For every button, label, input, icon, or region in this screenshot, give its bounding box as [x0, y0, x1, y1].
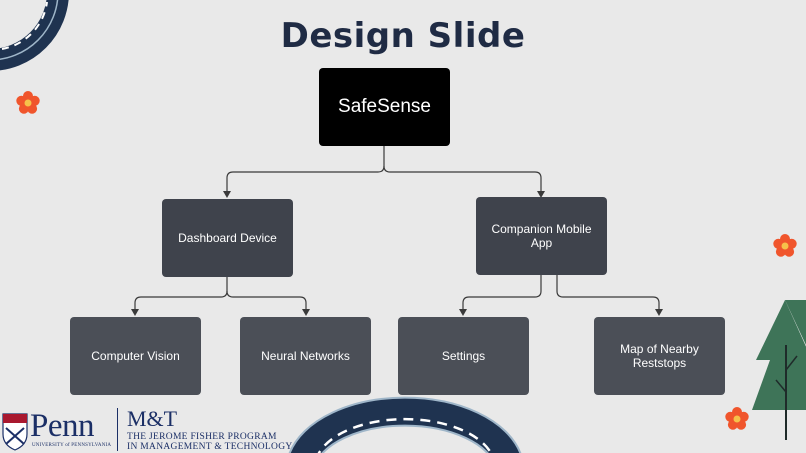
- node-dashboard-device[interactable]: Dashboard Device: [162, 199, 293, 277]
- node-label: Dashboard Device: [178, 231, 277, 245]
- flower-icon: [16, 91, 40, 114]
- tree-icon: [752, 300, 806, 440]
- mt-program-line1: THE JEROME FISHER PROGRAM: [127, 432, 277, 442]
- penn-logo-subtext: UNIVERSITY of PENNSYLVANIA: [32, 443, 112, 448]
- node-label: Settings: [441, 349, 486, 363]
- node-label: Map of Nearby Reststops: [620, 342, 699, 370]
- node-neural-networks[interactable]: Neural Networks: [240, 317, 371, 395]
- mt-logo-text: M&T: [127, 406, 178, 431]
- node-computer-vision[interactable]: Computer Vision: [70, 317, 201, 395]
- slide-title: Design Slide: [280, 16, 526, 56]
- node-label: SafeSense: [338, 96, 431, 117]
- mt-program-line2: IN MANAGEMENT & TECHNOLOGY: [127, 442, 293, 452]
- node-safesense[interactable]: SafeSense: [319, 68, 450, 146]
- node-settings[interactable]: Settings: [398, 317, 529, 395]
- node-label: Companion Mobile App: [491, 222, 592, 250]
- node-label: Neural Networks: [261, 349, 350, 363]
- road-decoration-top-left: [0, 0, 69, 71]
- logo-divider: [117, 408, 118, 451]
- road-decoration-bottom: [288, 396, 522, 453]
- node-companion-mobile-app[interactable]: Companion Mobile App: [476, 197, 607, 275]
- penn-logo-text: Penn: [30, 408, 95, 444]
- diagram-arrowheads: [131, 191, 663, 316]
- flower-icon: [725, 407, 749, 430]
- diagram-connectors: [134, 146, 660, 310]
- penn-shield-icon: [2, 413, 28, 451]
- node-map-of-nearby-reststops[interactable]: Map of Nearby Reststops: [594, 317, 725, 395]
- flower-icon: [773, 234, 797, 257]
- node-label: Computer Vision: [91, 349, 180, 363]
